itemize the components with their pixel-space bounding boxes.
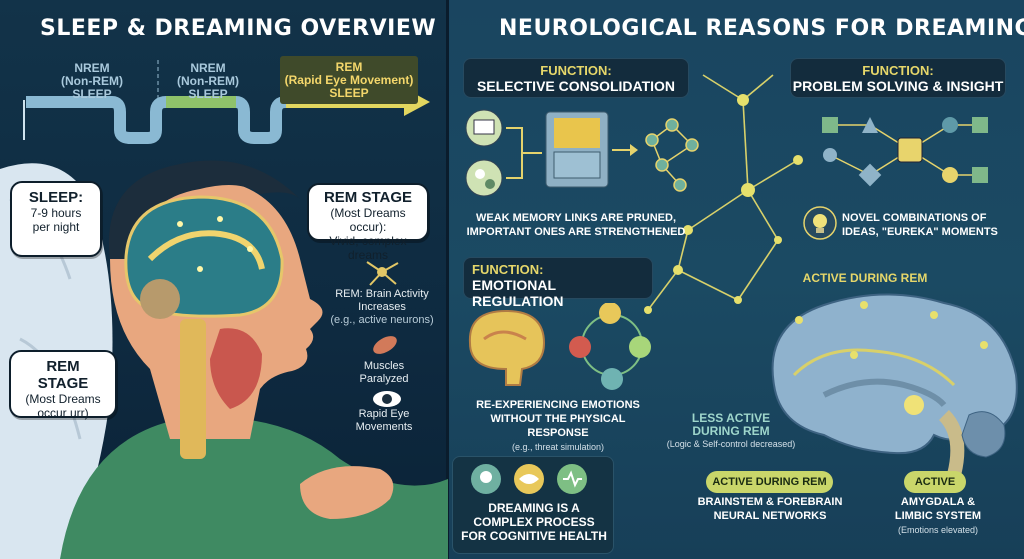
emotional-regulation-caption: RE-EXPERIENCING EMOTIONS WITHOUT THE PHY…	[476, 399, 640, 452]
rem-stage-bubble-bottom: REM STAGE (Most Dreams occur urr)	[9, 350, 117, 420]
memory-consolidation-icons	[465, 109, 699, 197]
brainstem-caption: BRAINSTEM & FOREBRAIN NEURAL NETWORKS	[697, 496, 843, 522]
lightbulb-icon	[803, 206, 837, 240]
neuron-icon	[366, 261, 399, 286]
panel-divider	[446, 0, 449, 559]
pill-active-during-rem: ACTIVE DURING REM	[706, 471, 833, 493]
left-title: SLEEP & DREAMING OVERVIEW	[40, 16, 437, 41]
selective-consolidation-box: FUNCTION: SELECTIVE CONSOLIDATION	[463, 58, 689, 98]
emotional-regulation-box: FUNCTION: EMOTIONAL REGULATION	[463, 257, 653, 309]
annotation-brain-activity: REM: Brain Activity Increases (e.g., act…	[330, 288, 434, 326]
sleep-duration-bubble: SLEEP: 7-9 hours per night	[10, 181, 102, 257]
hypnogram-label-nrem-1: NREM (Non-REM) SLEEP	[61, 61, 123, 101]
emotional-regulation-graphic	[468, 303, 651, 390]
annotation-muscles: Muscles Paralyzed	[359, 360, 409, 385]
hypnogram-label-rem: REM (Rapid Eye Movement) SLEEP	[280, 56, 418, 104]
muscle-icon	[373, 336, 397, 354]
sleeping-person-illustration	[0, 160, 448, 559]
summary-icons	[471, 464, 587, 494]
active-during-rem-top-label: ACTIVE DURING REM	[802, 271, 928, 285]
right-title: NEUROLOGICAL REASONS FOR DREAMING	[499, 16, 1024, 41]
neural-network-graphic	[644, 74, 803, 314]
problem-solving-caption: NOVEL COMBINATIONS OF IDEAS, "EUREKA" MO…	[842, 212, 998, 238]
hypnogram-label-nrem-2: NREM (Non-REM) SLEEP	[177, 61, 239, 101]
problem-solving-graphic	[822, 117, 988, 187]
less-active-label: LESS ACTIVE DURING REM (Logic & Self-con…	[666, 411, 796, 450]
annotation-rapid-eye: Rapid Eye Movements	[355, 408, 413, 433]
summary-caption: DREAMING IS A COMPLEX PROCESS FOR COGNIT…	[461, 501, 607, 543]
brain-illustration	[771, 293, 1018, 475]
summary-box: DREAMING IS A COMPLEX PROCESS FOR COGNIT…	[452, 456, 614, 554]
rem-stage-bubble-top: REM STAGE (Most Dreams occur): Vivid, co…	[307, 183, 429, 262]
amygdala-caption: AMYGDALA & LIMBIC SYSTEM (Emotions eleva…	[894, 496, 982, 535]
pill-active: ACTIVE	[904, 471, 966, 493]
problem-solving-box: FUNCTION: PROBLEM SOLVING & INSIGHT	[790, 58, 1006, 98]
eye-icon	[373, 391, 401, 407]
selective-consolidation-caption: WEAK MEMORY LINKS ARE PRUNED, IMPORTANT …	[466, 212, 686, 238]
